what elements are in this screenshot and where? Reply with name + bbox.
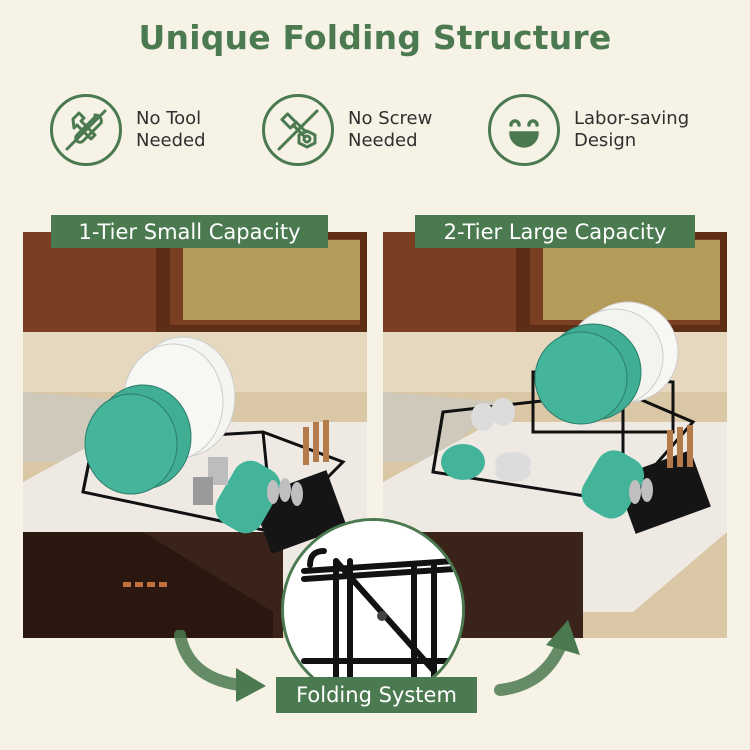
feature-line1: No Screw [348,108,433,129]
feature-line1: No Tool [136,108,202,129]
curved-arrow-right-icon [494,620,580,696]
feature-no-tool: No Tool Needed [50,92,206,168]
feature-labor-saving: Labor-saving Design [488,92,689,168]
curved-arrow-left-icon [174,630,266,702]
feature-line2: Needed [136,130,206,151]
feature-line1: Labor-saving [574,108,690,129]
page-title: Unique Folding Structure [138,18,612,57]
one-tier-badge: 1-Tier Small Capacity [51,215,328,248]
two-tier-badge: 2-Tier Large Capacity [415,215,695,248]
smiley-icon [488,94,560,166]
feature-no-screw: No Screw Needed [262,92,432,168]
no-screw-icon [262,94,334,166]
feature-line2: Design [574,130,637,151]
folding-system-label: Folding System [276,677,477,713]
feature-line2: Needed [348,130,418,151]
no-tool-icon [50,94,122,166]
folding-system-inset [281,518,465,702]
